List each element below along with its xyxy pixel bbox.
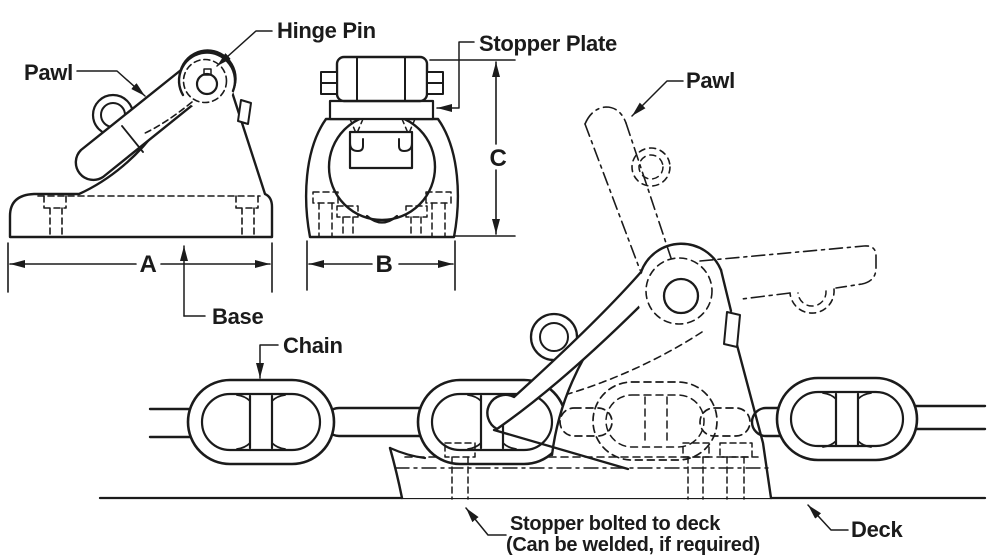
stopper-plate bbox=[335, 55, 429, 103]
installed-body-right-edge bbox=[719, 268, 773, 500]
installed-boss-hidden-circle bbox=[645, 257, 713, 325]
hinge-pin-key bbox=[203, 68, 212, 76]
hinge-boss-arc bbox=[177, 51, 237, 97]
hinge-boss-hidden-circle bbox=[182, 58, 228, 104]
installed-base-left-edge bbox=[388, 446, 404, 500]
label-stopper-plate: Stopper Plate bbox=[479, 31, 617, 56]
mounting-note-leader bbox=[465, 507, 507, 536]
hidden-chain-link bbox=[559, 381, 751, 461]
label-mounting-note-line2: (Can be welded, if required) bbox=[506, 534, 760, 556]
label-deck: Deck bbox=[851, 517, 903, 542]
front-view-bolts bbox=[312, 191, 452, 237]
front-view bbox=[304, 41, 516, 291]
front-view-hidden-vees bbox=[349, 118, 416, 134]
phantom-open-pawl-eye-hole bbox=[797, 290, 827, 307]
pawl-leader-side bbox=[76, 70, 146, 97]
phantom-raised-pawl bbox=[584, 106, 672, 271]
phantom-open-pawl-eye bbox=[789, 288, 835, 314]
installed-view bbox=[98, 80, 987, 536]
chain-right-tail bbox=[910, 404, 987, 431]
front-view-window-hook-right bbox=[398, 132, 413, 152]
base-leader bbox=[180, 245, 206, 317]
label-chain: Chain bbox=[283, 333, 343, 358]
installed-pawl-eye-hole bbox=[539, 322, 569, 352]
label-mounting-note-line1: Stopper bolted to deck bbox=[510, 513, 721, 535]
dimension-c bbox=[429, 59, 516, 237]
dim-label-a: A bbox=[139, 251, 156, 278]
label-pawl-side: Pawl bbox=[24, 60, 73, 85]
phantom-raised-pawl-eye-hole bbox=[638, 154, 664, 180]
side-view-pawl bbox=[74, 64, 207, 182]
dim-label-b: B bbox=[375, 251, 392, 278]
cheek-lower-edge bbox=[492, 428, 630, 471]
label-pawl-installed: Pawl bbox=[686, 68, 735, 93]
stopper-plate-joints bbox=[356, 57, 406, 101]
phantom-open-pawl bbox=[699, 245, 877, 300]
chain-stud-link bbox=[775, 376, 919, 462]
chain-stud-link bbox=[186, 378, 336, 466]
front-view-opening-chin bbox=[365, 214, 399, 224]
installed-hidden-pawl-edge bbox=[567, 331, 703, 395]
pawl-leader-installed bbox=[631, 80, 684, 117]
dim-label-c: C bbox=[489, 145, 506, 172]
dimension-b bbox=[306, 240, 456, 291]
side-view-hidden-pawl-edge bbox=[142, 101, 193, 135]
stopper-plate-tabs bbox=[320, 71, 444, 95]
cheek-plate-fill bbox=[552, 332, 640, 455]
side-view-hidden-lines bbox=[37, 195, 261, 237]
deck-leader bbox=[807, 504, 849, 531]
installed-pawl bbox=[486, 270, 660, 431]
installed-hinge-pin bbox=[662, 277, 700, 315]
installed-boss-arc bbox=[639, 242, 723, 274]
label-hinge-pin: Hinge Pin bbox=[277, 18, 376, 43]
label-base: Base bbox=[212, 304, 263, 329]
side-view-pawl-joint-line bbox=[121, 125, 144, 153]
hinge-pin-leader bbox=[216, 30, 273, 67]
hinge-pin-circle bbox=[195, 72, 219, 96]
installed-tab bbox=[723, 311, 741, 348]
side-view bbox=[7, 30, 274, 317]
clamp-band bbox=[328, 99, 435, 121]
dimension-a bbox=[7, 242, 273, 293]
side-view-tab bbox=[237, 99, 252, 125]
chain-leader bbox=[256, 344, 279, 379]
stopper-plate-leader bbox=[436, 41, 475, 112]
phantom-raised-pawl-eye bbox=[631, 147, 671, 187]
front-view-window-hook-left bbox=[349, 132, 364, 152]
deck-bolts bbox=[444, 442, 753, 500]
